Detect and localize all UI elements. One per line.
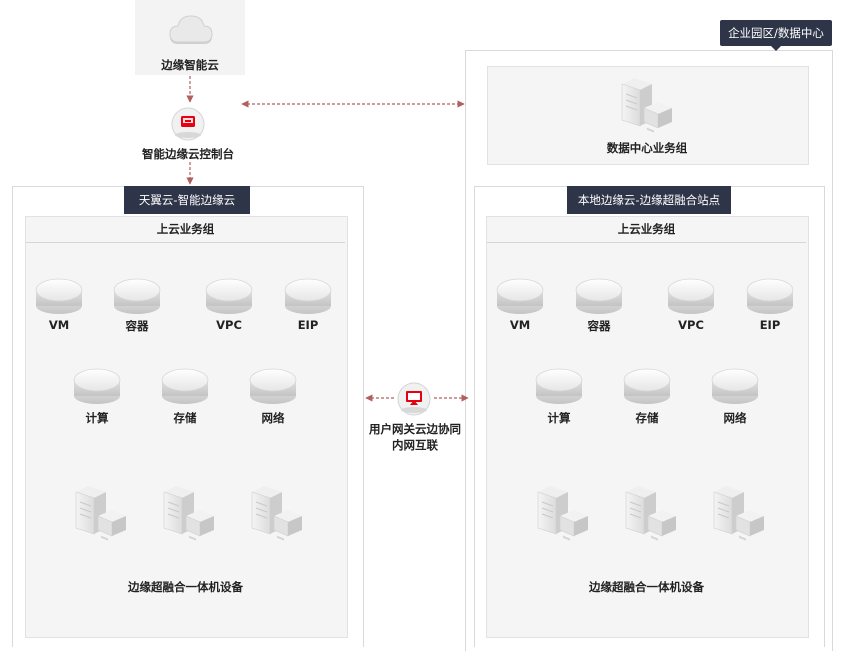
right-eip-label: EIP (759, 318, 781, 332)
right-compute-label: 计算 (547, 411, 571, 425)
cloud-to-console-arrow (186, 76, 194, 103)
left-compute-label: 计算 (85, 411, 109, 425)
network-disk-icon (248, 366, 298, 406)
right-server-icon-1 (534, 484, 590, 542)
enterprise-tag-pointer (771, 46, 781, 51)
right-group-title: 上云业务组 (617, 222, 676, 236)
gateway-link-left-arrow (365, 394, 394, 402)
left-group-divider (26, 242, 345, 243)
left-server-icon-3 (248, 484, 304, 542)
right-server-icon-3 (710, 484, 766, 542)
left-eip-label: EIP (297, 318, 319, 332)
left-vm-label: VM (48, 318, 70, 332)
left-server-icon-1 (72, 484, 128, 542)
compute-disk-icon (534, 366, 584, 406)
edge-cloud-label: 边缘智能云 (161, 58, 219, 72)
edge-cloud-node: 边缘智能云 (135, 0, 245, 75)
left-devices-label: 边缘超融合一体机设备 (128, 580, 243, 594)
right-container-label: 容器 (587, 319, 611, 333)
right-devices-label: 边缘超融合一体机设备 (589, 580, 704, 594)
console-to-left-arrow (186, 162, 194, 185)
right-server-icon-2 (622, 484, 678, 542)
eip-disk-icon (283, 276, 333, 316)
left-server-icon-2 (160, 484, 216, 542)
gateway-label-line1: 用户网关云边协同 (369, 422, 461, 436)
left-container-label: 容器 (125, 319, 149, 333)
gateway-label-line2: 内网互联 (392, 438, 438, 452)
left-storage-label: 存储 (173, 411, 197, 425)
storage-disk-icon (160, 366, 210, 406)
right-vm-label: VM (509, 318, 531, 332)
eip-disk-icon (745, 276, 795, 316)
right-storage-label: 存储 (635, 411, 659, 425)
right-network-label: 网络 (723, 411, 747, 425)
left-vpc-label: VPC (216, 318, 242, 332)
container-disk-icon (112, 276, 162, 316)
vpc-disk-icon (204, 276, 254, 316)
gateway-link-right-arrow (434, 394, 469, 402)
enterprise-tag: 企业园区/数据中心 (720, 20, 832, 46)
right-vpc-label: VPC (678, 318, 704, 332)
vpc-disk-icon (666, 276, 716, 316)
container-disk-icon (574, 276, 624, 316)
console-datacenter-arrow (241, 100, 465, 108)
cloud-icon (169, 15, 213, 44)
datacenter-server-icon (618, 76, 674, 134)
left-network-label: 网络 (261, 411, 285, 425)
gateway-icon (397, 382, 431, 416)
compute-disk-icon (72, 366, 122, 406)
vm-disk-icon (34, 276, 84, 316)
console-icon (171, 107, 205, 141)
network-disk-icon (710, 366, 760, 406)
right-group-divider (487, 242, 806, 243)
datacenter-label: 数据中心业务组 (606, 141, 688, 155)
left-panel-tag: 天翼云-智能边缘云 (124, 186, 250, 214)
right-panel-tag: 本地边缘云-边缘超融合站点 (567, 186, 731, 214)
left-group-title: 上云业务组 (156, 222, 215, 236)
storage-disk-icon (622, 366, 672, 406)
vm-disk-icon (495, 276, 545, 316)
console-label: 智能边缘云控制台 (142, 147, 234, 161)
